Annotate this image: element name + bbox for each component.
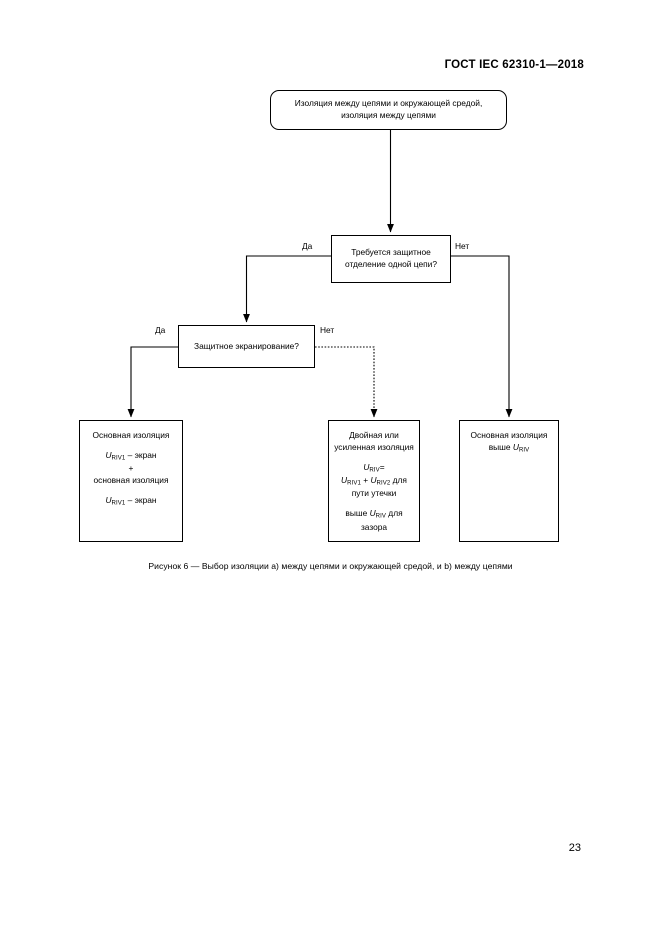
node-basic-title: Основная изоляция — [92, 430, 170, 440]
node-start-line2: изоляция между цепями — [341, 110, 436, 120]
var-u: U — [370, 475, 377, 486]
page-number: 23 — [568, 842, 581, 854]
branch-label-decision2-no: Нет — [320, 325, 335, 335]
node-above-line2: выше URIV — [489, 442, 530, 455]
node-decision1-line1: Требуется защитное — [351, 247, 431, 258]
sum-tail: для — [390, 475, 407, 486]
flowchart-connectors — [127, 130, 513, 418]
above-tail: для — [385, 508, 403, 519]
connector-decision1-no — [451, 255, 513, 418]
connector-decision2-no — [315, 346, 378, 418]
branch-label-decision1-yes: Да — [302, 241, 313, 251]
sub-riv1: RIV1 — [111, 455, 126, 462]
connector-decision2-yes — [127, 346, 178, 418]
formula2-tail: – экран — [125, 495, 157, 506]
var-u: U — [369, 508, 376, 519]
sum-operator: + — [360, 475, 371, 486]
node-above-line1: Основная изоляция — [470, 430, 548, 440]
figure-6-flowchart: Изоляция между цепями и окружающей средо… — [79, 90, 559, 542]
node-double-line2: усиленная изоляция — [334, 441, 414, 452]
node-start: Изоляция между цепями и окружающей средо… — [270, 90, 507, 130]
sub-riv1: RIV1 — [111, 500, 126, 507]
sub-riv: RIV — [369, 467, 380, 474]
above-prefix: выше — [345, 508, 370, 519]
formula1-tail: – экран — [125, 449, 157, 460]
node-basic-formula2: URIV1 – экран — [105, 495, 156, 508]
node-double-above: выше URIV для — [345, 508, 402, 521]
node-double-sum: URIV1 + URIV2 для — [341, 475, 407, 488]
node-decision1-line2: отделение одной цепи? — [344, 259, 437, 269]
node-decision-protective-screening: Защитное экранирование? — [178, 325, 315, 368]
node-basic-plus: + — [128, 463, 134, 474]
connector-decision1-yes — [242, 255, 331, 323]
figure-caption: Рисунок 6 — Выбор изоляции a) между цепя… — [148, 561, 513, 571]
node-double-creepage: пути утечки — [351, 488, 397, 499]
node-decision-protective-separation: Требуется защитное отделение одной цепи? — [331, 235, 451, 283]
node-double-line1: Двойная или — [349, 430, 399, 440]
node-basic-insulation: Основная изоляция URIV1 – экран + основн… — [79, 420, 183, 542]
node-basic-insulation-above-uriv: Основная изоляция выше URIV — [459, 420, 559, 542]
node-decision2-line1: Защитное экранирование? — [194, 340, 299, 351]
node-double-reinforced-insulation: Двойная или усиленная изоляция URIV= URI… — [328, 420, 420, 542]
equation-tail: = — [379, 461, 385, 472]
sub-riv: RIV — [375, 513, 386, 520]
node-basic-formula1: URIV1 – экран — [105, 450, 156, 463]
node-basic-line3: основная изоляция — [93, 475, 169, 486]
node-double-equation: URIV= — [363, 462, 384, 475]
var-u: U — [341, 475, 348, 486]
var-u: U — [105, 495, 112, 506]
above-prefix: выше — [488, 441, 513, 452]
branch-label-decision1-no: Нет — [455, 241, 470, 251]
var-u: U — [105, 449, 112, 460]
sub-riv2: RIV2 — [376, 480, 391, 487]
sub-riv1: RIV1 — [347, 480, 361, 487]
var-u: U — [363, 461, 370, 472]
branch-label-decision2-yes: Да — [155, 325, 166, 335]
node-double-clearance: зазора — [360, 521, 388, 532]
sub-riv: RIV — [518, 447, 530, 454]
var-u: U — [512, 441, 519, 452]
document-header: ГОСТ IEC 62310-1—2018 — [444, 59, 584, 71]
node-start-line1: Изоляция между цепями и окружающей средо… — [294, 98, 483, 109]
